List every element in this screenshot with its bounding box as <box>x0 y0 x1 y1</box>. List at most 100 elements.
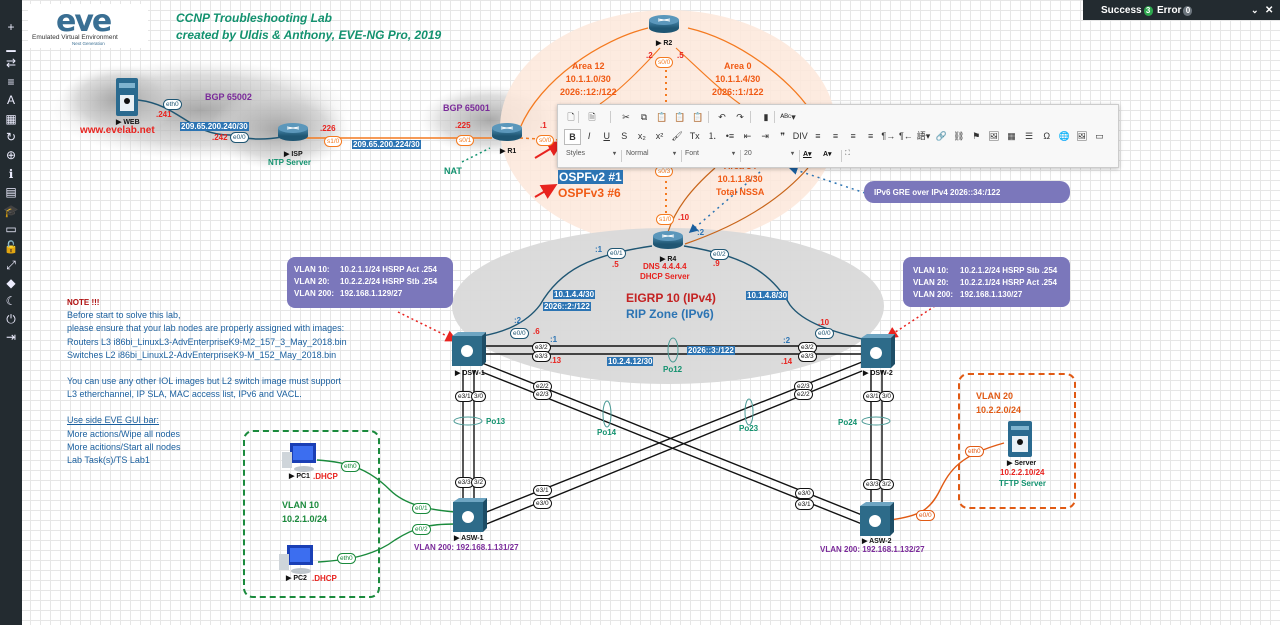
font-dropdown[interactable]: Font▾ <box>685 150 735 157</box>
bulleted-list-icon[interactable]: •≡ <box>725 131 735 141</box>
hr-icon[interactable]: ☰ <box>1025 131 1034 141</box>
networks-icon[interactable]: ⇄ <box>5 56 17 70</box>
special-char-icon[interactable]: Ω <box>1043 131 1051 141</box>
port-web-eth0[interactable]: eth0 <box>163 99 182 110</box>
iframe-icon[interactable]: 🌐 <box>1058 131 1070 141</box>
node-pc2-label[interactable]: ▶ PC2 <box>286 575 307 582</box>
table-icon[interactable]: ▦ <box>1007 131 1016 141</box>
port-dsw1-e33[interactable]: e3/3 <box>532 351 551 362</box>
port-r1-s01[interactable]: s0/1 <box>456 135 475 146</box>
port-r1-s00[interactable]: s0/0 <box>536 135 555 146</box>
port-asw1-e02[interactable]: e0/2 <box>412 524 431 535</box>
port-asw1-e32[interactable]: 3/2 <box>471 477 487 488</box>
node-asw2-label[interactable]: ▶ ASW-2 <box>862 538 892 545</box>
port-isp-s10[interactable]: s1/0 <box>324 136 343 147</box>
port-pc1-eth0[interactable]: eth0 <box>341 461 360 472</box>
node-pc1-label[interactable]: ▶ PC1 <box>289 473 310 480</box>
outdent-icon[interactable]: ⇤ <box>743 131 752 141</box>
node-dsw1-label[interactable]: ▶ DSW-1 <box>455 370 485 377</box>
indent-icon[interactable]: ⇥ <box>761 131 769 141</box>
link-icon[interactable]: 🔗 <box>935 131 947 141</box>
font-size-dropdown[interactable]: 20▾ <box>744 150 794 157</box>
bg-color-icon[interactable]: A▾ <box>823 151 832 158</box>
image-icon[interactable]: 🖼 <box>988 131 1000 141</box>
ltr-icon[interactable]: ¶→ <box>881 131 896 141</box>
port-r4-e01[interactable]: e0/1 <box>607 248 626 259</box>
fullscreen-icon[interactable]: ⤢ <box>6 258 16 272</box>
text-icon[interactable]: A <box>6 93 15 107</box>
node-web-label[interactable]: ▶ WEB <box>116 119 140 126</box>
redo-icon[interactable]: ↷ <box>736 112 744 122</box>
language-icon[interactable]: 語▾ <box>916 131 931 141</box>
cut-icon[interactable]: ✂ <box>622 112 630 122</box>
remove-format-icon[interactable]: Tx <box>689 131 700 141</box>
port-asw2-e32[interactable]: 3/2 <box>879 479 895 490</box>
unlink-icon[interactable]: ⛓ <box>952 131 965 141</box>
templates-icon[interactable]: ▮ <box>763 112 769 122</box>
node-asw1-label[interactable]: ▶ ASW-1 <box>454 535 484 542</box>
copy-format-icon[interactable]: 🖌 <box>671 131 683 141</box>
superscript-icon[interactable]: x² <box>655 131 664 141</box>
port-isp-e00[interactable]: e0/0 <box>230 132 249 143</box>
startup-configs-icon[interactable]: ≡ <box>7 75 15 89</box>
dark-mode-icon[interactable]: ☾ <box>5 294 17 308</box>
new-page-icon[interactable]: 🗋 <box>567 112 575 122</box>
italic-icon[interactable]: I <box>587 131 591 141</box>
anchor-icon[interactable]: ⚑ <box>972 131 981 141</box>
underline-icon[interactable]: U <box>603 131 610 141</box>
node-r1-label[interactable]: ▶ R1 <box>500 148 517 155</box>
collapse-icon[interactable]: ⌄ <box>1251 5 1259 15</box>
port-dsw1-e30[interactable]: 3/0 <box>471 391 487 402</box>
port-server-eth0[interactable]: eth0 <box>965 446 984 457</box>
logout-icon[interactable]: ⇥ <box>5 330 17 344</box>
info-icon[interactable]: ℹ <box>8 167 14 181</box>
port-pc2-eth0[interactable]: eth0 <box>337 553 356 564</box>
tag-icon[interactable]: ◆ <box>6 276 16 290</box>
lab-details-icon[interactable]: ▤ <box>5 185 17 199</box>
zoom-icon[interactable]: ⊕ <box>5 148 17 162</box>
power-icon[interactable]: ⏻ <box>6 312 16 326</box>
port-r4-s10[interactable]: s1/0 <box>656 214 675 225</box>
copy-icon[interactable]: ⧉ <box>640 112 648 122</box>
bold-icon[interactable]: B <box>564 129 581 145</box>
justify-icon[interactable]: ≡ <box>868 131 874 141</box>
port-dsw1-e23[interactable]: e2/3 <box>533 389 552 400</box>
node-r2-label[interactable]: ▶ R2 <box>656 40 673 47</box>
lock-icon[interactable]: 🔓 <box>3 240 19 254</box>
lab-tasks-icon[interactable]: 🎓 <box>3 204 19 218</box>
port-asw2-e30[interactable]: e3/0 <box>795 488 814 499</box>
blockquote-icon[interactable]: ❞ <box>780 131 786 141</box>
port-dsw1-e00[interactable]: e0/0 <box>510 328 529 339</box>
text-color-icon[interactable]: A▾ <box>803 151 812 158</box>
node-dsw2-label[interactable]: ▶ DSW-2 <box>863 370 893 377</box>
port-r2-s00[interactable]: s0/0 <box>655 57 674 68</box>
node-server-label[interactable]: ▶ Server <box>1007 460 1037 467</box>
port-dsw2-e30[interactable]: 3/0 <box>879 391 895 402</box>
paste-icon[interactable]: 📋 <box>656 112 668 122</box>
node-r4-label[interactable]: ▶ R4 <box>660 256 677 263</box>
add-object-icon[interactable]: + <box>7 20 15 34</box>
close-icon[interactable]: ✕ <box>1265 5 1274 16</box>
port-dsw2-e33[interactable]: e3/3 <box>798 351 817 362</box>
node-isp-label[interactable]: ▶ ISP <box>284 151 303 158</box>
grid-icon[interactable]: ▦ <box>5 112 17 126</box>
rtl-icon[interactable]: ¶← <box>898 131 913 141</box>
div-icon[interactable]: DIV <box>792 131 808 141</box>
refresh-icon[interactable]: ↻ <box>5 130 17 144</box>
spellcheck-icon[interactable]: ᴬᴮᶜ▾ <box>780 112 796 122</box>
image2-icon[interactable]: 🖼 <box>1076 131 1088 141</box>
port-dsw2-e00[interactable]: e0/0 <box>815 328 834 339</box>
port-asw2-e31[interactable]: e3/1 <box>795 499 814 510</box>
strike-icon[interactable]: S <box>621 131 628 141</box>
port-asw1-e30[interactable]: e3/0 <box>533 498 552 509</box>
numbered-list-icon[interactable]: ⒈ <box>707 131 717 141</box>
undo-icon[interactable]: ↶ <box>718 112 726 122</box>
nodes-icon[interactable]: ▁ <box>6 38 16 52</box>
preview-icon[interactable]: 🗎 <box>588 112 596 122</box>
port-dsw2-e22[interactable]: e2/2 <box>794 389 813 400</box>
paste-text-icon[interactable]: 📋 <box>674 112 686 122</box>
format-dropdown[interactable]: Normal▾ <box>626 150 676 157</box>
maximize-icon[interactable]: ⛶ <box>845 150 850 157</box>
